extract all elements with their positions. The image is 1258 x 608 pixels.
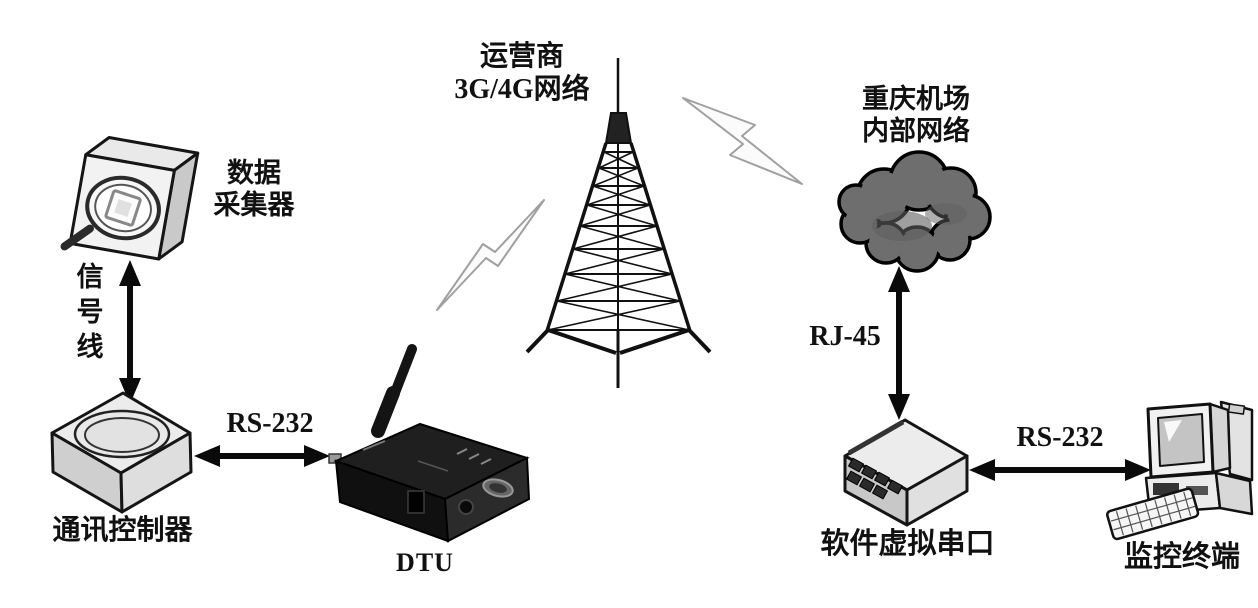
lightning-bolt-left-icon	[436, 199, 545, 311]
rj45-label: RJ-45	[809, 321, 881, 352]
rs232-right-arrow	[969, 459, 1151, 481]
airport-network-label: 重庆机场 内部网络	[862, 84, 970, 146]
data-collector-icon	[60, 136, 200, 261]
data-collector-label: 数据 采集器	[213, 158, 295, 220]
comm-controller-icon	[50, 391, 193, 514]
lightning-bolt-right-icon	[682, 97, 803, 185]
signal-line-label: 信 号 线	[76, 262, 104, 363]
monitor-terminal-label: 监控终端	[1123, 541, 1240, 573]
dtu-label: DTU	[396, 548, 454, 577]
virtual-serial-port-icon	[843, 418, 969, 527]
operator-network-label: 运营商 3G/4G网络	[454, 41, 590, 106]
comm-controller-label: 通讯控制器	[52, 515, 193, 546]
rj45-arrow	[888, 266, 910, 420]
dtu-icon	[328, 344, 531, 543]
rs232-left-arrow	[194, 445, 330, 467]
rs232-left-label: RS-232	[226, 408, 314, 439]
cell-tower-icon	[525, 58, 712, 388]
virtual-serial-port-label: 软件虚拟串口	[820, 528, 995, 560]
rs232-right-label: RS-232	[1016, 422, 1104, 453]
monitor-terminal-icon	[1106, 400, 1254, 541]
signal-line-arrow	[119, 260, 141, 404]
cloud-icon	[837, 150, 992, 273]
